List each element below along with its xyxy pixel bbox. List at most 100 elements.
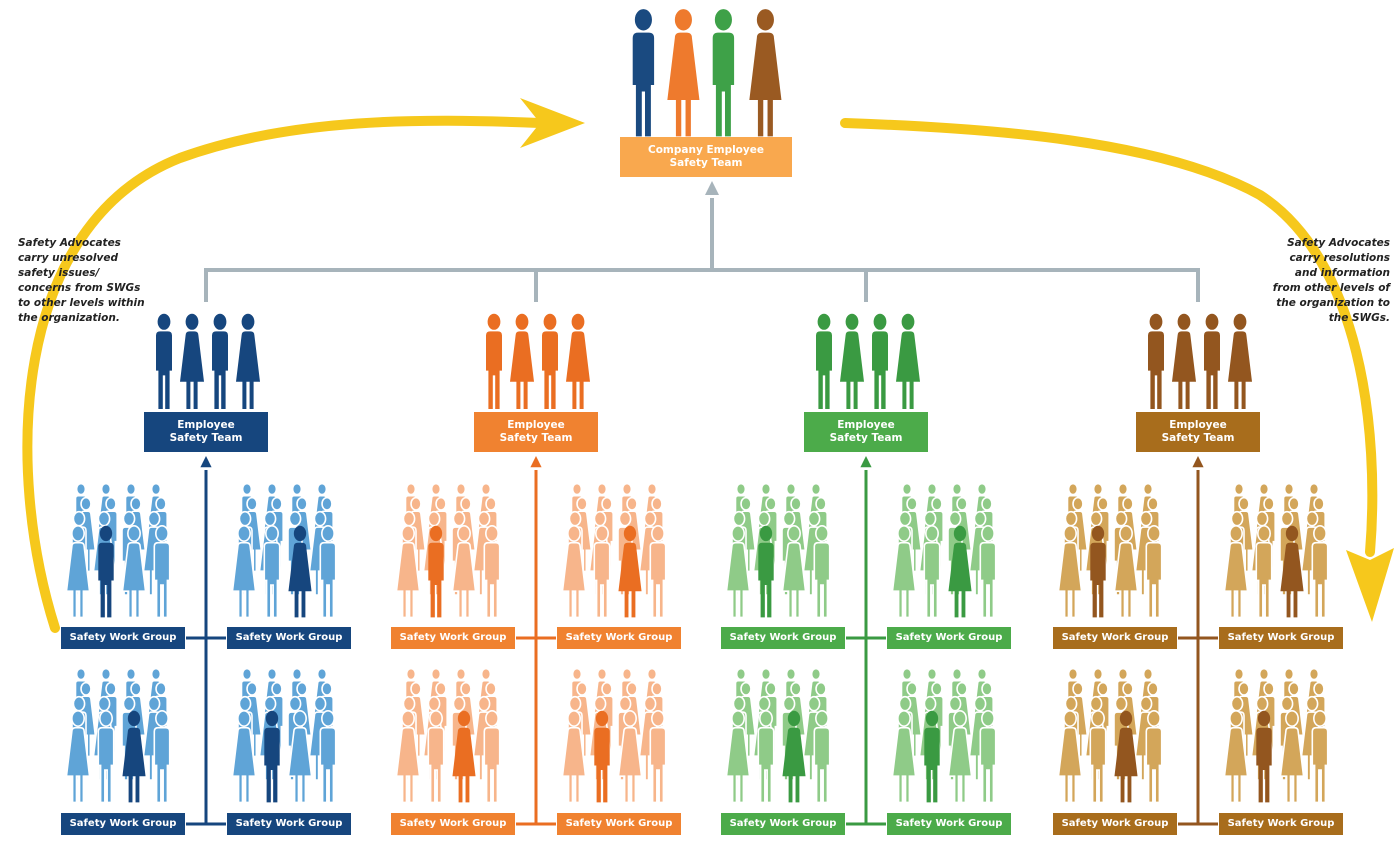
male-person-icon [1145,709,1163,804]
employee-safety-team-label: Employee [177,418,235,431]
female-person-icon [891,524,917,619]
male-person-icon [98,525,114,618]
employee-safety-team-label: Safety Team [1161,432,1235,444]
safety-work-group-label: Safety Work Group [1061,817,1169,829]
work-group-crowd [231,482,337,619]
male-person-icon [757,709,775,804]
safety-work-group-label: Safety Work Group [565,817,673,829]
female-person-icon [65,709,91,804]
left-note-line: concerns from SWGs [18,282,141,294]
safety-work-group-box: Safety Work Group [1053,813,1177,835]
female-person-icon [231,709,257,804]
safety-work-group-box: Safety Work Group [61,813,185,835]
male-person-icon [593,524,611,619]
male-person-icon [427,709,445,804]
male-person-icon [319,524,337,619]
safety-work-group-box: Safety Work Group [887,813,1011,835]
work-group-crowd [561,667,667,804]
employee-safety-team-label: Employee [837,418,895,431]
male-person-icon [923,524,941,619]
male-person-icon [156,313,172,409]
work-group-crowd [891,667,997,804]
work-group-crowd [1223,482,1329,619]
female-person-icon [781,524,807,619]
male-person-icon [1204,313,1220,409]
left-note-line: safety issues/ [18,267,100,279]
female-person-icon [287,709,313,804]
safety-work-group-box: Safety Work Group [227,627,351,649]
female-person-icon [1223,524,1249,619]
female-person-icon [1279,709,1305,804]
male-person-icon [97,709,115,804]
work-group-crowd [1057,667,1163,804]
male-person-icon [979,524,997,619]
male-person-icon [649,524,667,619]
employee-safety-team-label: Employee [1169,418,1227,431]
safety-work-group-box: Safety Work Group [721,627,845,649]
female-person-icon [617,709,643,804]
employee-safety-team-label: Safety Team [169,432,243,444]
male-person-icon [153,709,171,804]
safety-work-group-label: Safety Work Group [235,631,343,643]
female-person-icon [236,313,260,409]
employee-safety-team-label: Employee [507,418,565,431]
left-flow-note: Safety Advocates carry unresolved safety… [18,236,178,326]
female-person-icon [1172,313,1196,409]
female-person-icon [667,9,700,137]
female-person-icon [121,524,147,619]
safety-work-group-box: Safety Work Group [227,813,351,835]
company-safety-team-label-1: Company Employee [648,143,764,156]
male-person-icon [758,525,774,618]
left-note-line: carry unresolved [18,252,118,264]
female-person-icon [896,313,920,409]
male-person-icon [153,524,171,619]
safety-work-group-label: Safety Work Group [399,817,507,829]
safety-work-group-label: Safety Work Group [1227,817,1335,829]
female-person-icon [231,524,257,619]
left-note-line: Safety Advocates [18,237,121,249]
female-person-icon [288,525,312,618]
safety-work-group-box: Safety Work Group [391,627,515,649]
right-note-line: the SWGs. [1328,312,1390,324]
safety-work-group-box: Safety Work Group [557,813,681,835]
left-note-line: to other levels within [18,297,145,309]
work-group-crowd [395,482,501,619]
female-person-icon [65,524,91,619]
work-group-crowd [65,482,171,619]
male-person-icon [649,709,667,804]
company-safety-team-label-2: Safety Team [669,157,743,169]
upward-flow-arrowhead [520,98,585,148]
male-person-icon [483,709,501,804]
female-person-icon [947,709,973,804]
safety-work-group-box: Safety Work Group [721,813,845,835]
male-person-icon [813,524,831,619]
female-person-icon [1228,313,1252,409]
work-group-crowd [1057,482,1163,619]
safety-work-group-box: Safety Work Group [1219,813,1343,835]
safety-work-group-label: Safety Work Group [1227,631,1335,643]
safety-work-group-label: Safety Work Group [399,631,507,643]
male-person-icon [1255,524,1273,619]
arrowhead [1192,456,1204,468]
male-person-icon [1256,710,1272,803]
arrowhead [705,181,719,195]
male-person-icon [212,313,228,409]
male-person-icon [263,524,281,619]
female-person-icon [1114,710,1138,803]
safety-work-group-label: Safety Work Group [1061,631,1169,643]
work-group-crowd [65,667,171,804]
male-person-icon [816,313,832,409]
female-person-icon [618,525,642,618]
female-person-icon [1057,709,1083,804]
left-note-line: the organization. [18,312,120,324]
male-person-icon [632,9,655,137]
male-person-icon [924,710,940,803]
safety-work-group-label: Safety Work Group [729,631,837,643]
safety-work-group-label: Safety Work Group [69,817,177,829]
male-person-icon [1089,709,1107,804]
